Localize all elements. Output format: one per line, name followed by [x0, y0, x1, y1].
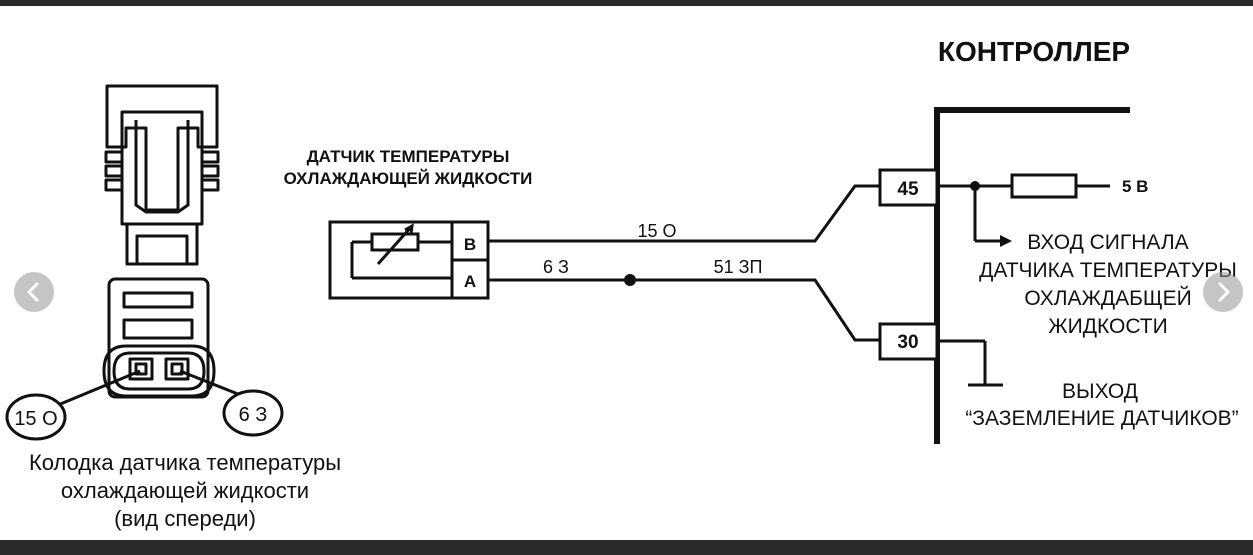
viewer-top-bar	[0, 0, 1253, 6]
sensor-title: ДАТЧИК ТЕМПЕРАТУРЫ ОХЛАЖДАЮЩЕЙ ЖИДКОСТИ	[284, 147, 533, 188]
connector-pin-label-right: 6 З	[222, 389, 284, 437]
connector-caption-line: Колодка датчика температуры	[29, 450, 341, 475]
svg-text:ОХЛАЖДАБЩЕЙ: ОХЛАЖДАБЩЕЙ	[1024, 286, 1191, 310]
wire-b-label: 15 О	[637, 221, 676, 241]
wire-a-right-label: 51 ЗП	[714, 257, 763, 277]
resistor-icon	[1010, 173, 1078, 199]
connector-caption-line: охлаждающей жидкости	[61, 478, 309, 503]
supply-voltage-label: 5 В	[1122, 177, 1148, 196]
wire-a	[488, 278, 880, 342]
svg-text:15 О: 15 О	[14, 408, 57, 430]
wire-b	[488, 184, 880, 243]
controller-pin-30: 30	[878, 322, 939, 361]
svg-text:ЖИДКОСТИ: ЖИДКОСТИ	[1048, 315, 1167, 338]
pullup-circuit	[937, 173, 1110, 243]
ground-circuit	[937, 339, 1003, 387]
svg-text:ВЫХОД: ВЫХОД	[1062, 380, 1138, 403]
wire-a-left-label: 6 З	[543, 257, 569, 277]
previous-image-button[interactable]	[14, 272, 54, 312]
junction-dot	[970, 181, 980, 191]
chevron-left-icon	[27, 282, 39, 302]
viewer-bottom-bar	[0, 540, 1253, 550]
svg-text:ВХОД СИГНАЛА: ВХОД СИГНАЛА	[1027, 231, 1188, 254]
svg-text:ОХЛАЖДАЮЩЕЙ ЖИДКОСТИ: ОХЛАЖДАЮЩЕЙ ЖИДКОСТИ	[284, 169, 533, 188]
arrow-right-icon	[1000, 235, 1012, 247]
sensor-body	[328, 220, 490, 300]
sensor-terminal-b: B	[464, 235, 476, 254]
sensor-terminal-a: A	[464, 272, 476, 291]
signal-input-label: ВХОД СИГНАЛА ДАТЧИКА ТЕМПЕРАТУРЫ ОХЛАЖДА…	[979, 231, 1237, 338]
connector-caption-line: (вид спереди)	[114, 506, 256, 531]
connector-plug-drawing	[104, 84, 220, 266]
svg-text:“ЗАЗЕМЛЕНИЕ ДАТЧИКОВ”: “ЗАЗЕМЛЕНИЕ ДАТЧИКОВ”	[965, 407, 1238, 430]
svg-text:45: 45	[897, 179, 919, 200]
splice-dot	[624, 274, 636, 286]
connector-caption: Колодка датчика температуры охлаждающей …	[29, 450, 341, 531]
chevron-right-icon	[1218, 282, 1230, 302]
controller-pin-45: 45	[878, 168, 939, 207]
ground-output-label: ВЫХОД “ЗАЗЕМЛЕНИЕ ДАТЧИКОВ”	[965, 380, 1238, 430]
svg-text:ДАТЧИКА ТЕМПЕРАТУРЫ: ДАТЧИКА ТЕМПЕРАТУРЫ	[979, 259, 1237, 282]
next-image-button[interactable]	[1203, 272, 1243, 312]
connector-socket-drawing	[57, 277, 249, 407]
connector-pin-label-left: 15 О	[5, 393, 67, 441]
svg-text:ДАТЧИК ТЕМПЕРАТУРЫ: ДАТЧИК ТЕМПЕРАТУРЫ	[307, 147, 510, 166]
svg-text:30: 30	[897, 332, 918, 353]
thermistor-icon	[370, 232, 420, 252]
controller-title: КОНТРОЛЛЕР	[938, 36, 1130, 67]
svg-text:6 З: 6 З	[239, 404, 268, 426]
